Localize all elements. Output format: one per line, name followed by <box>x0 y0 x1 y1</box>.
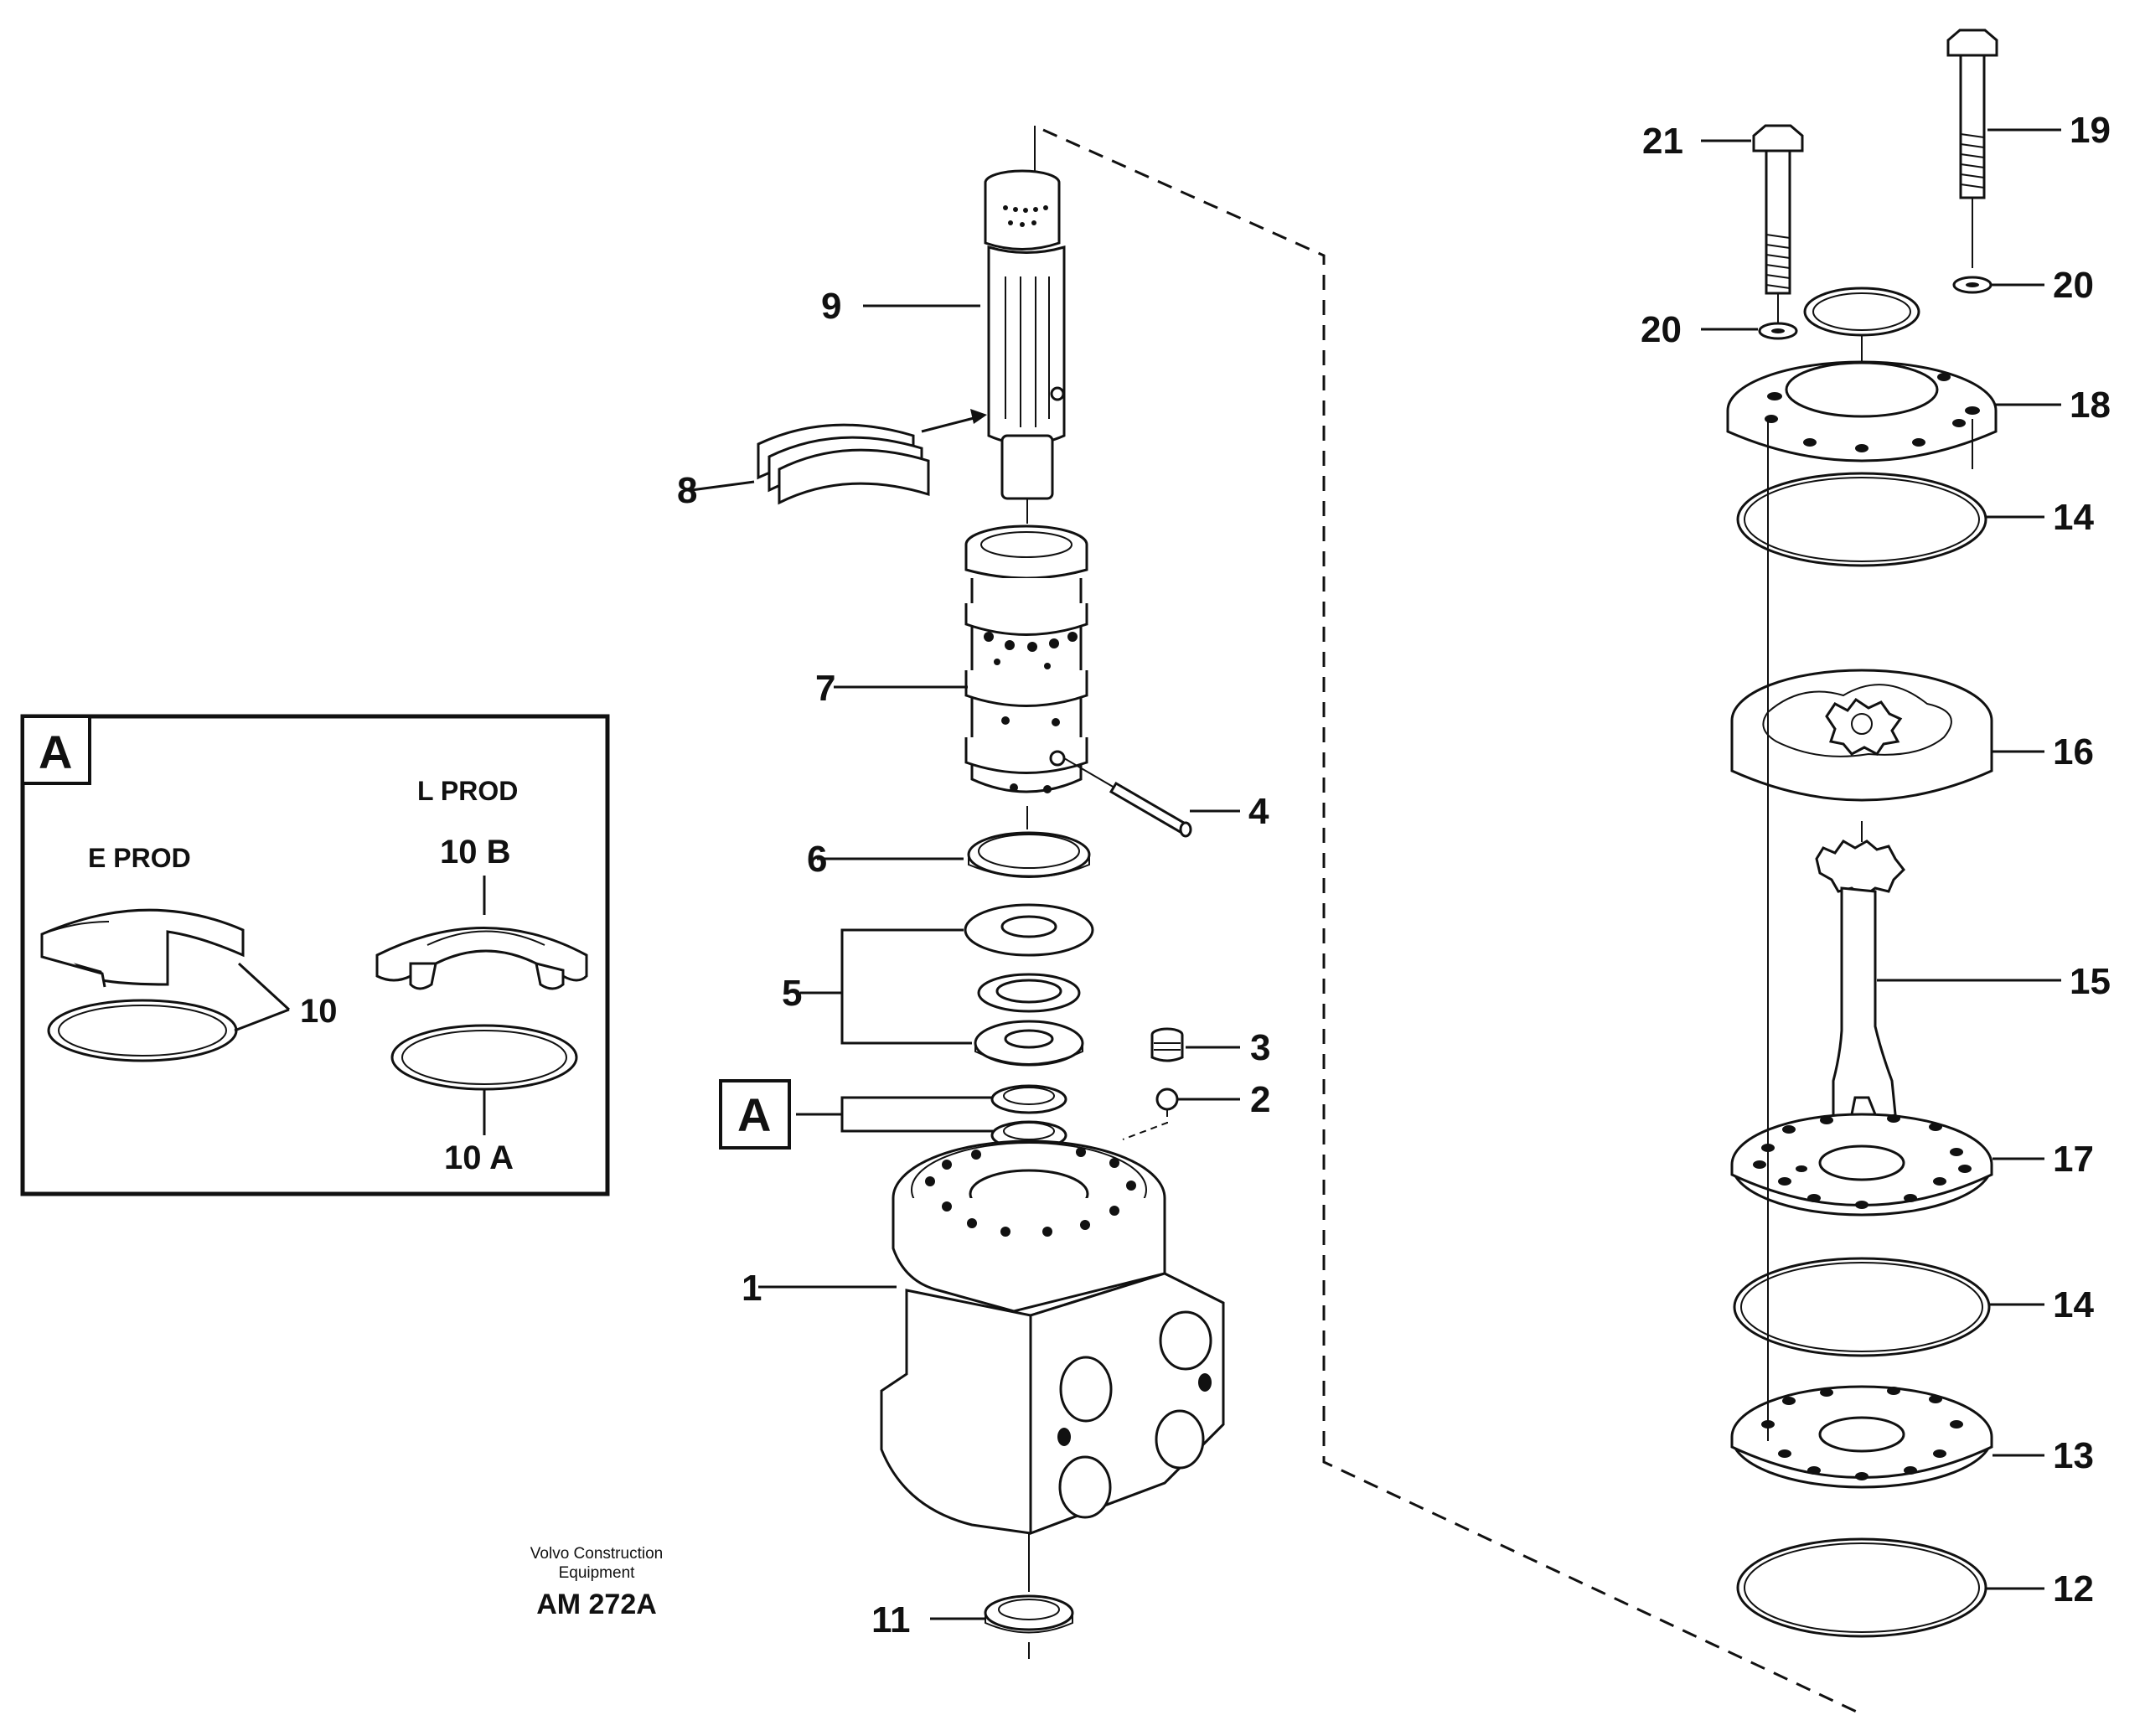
publisher-credit: Volvo Construction Equipment AM 272A <box>530 1545 663 1620</box>
callout-20-left: 20 <box>1641 309 1682 350</box>
callout-1: 1 <box>742 1268 762 1309</box>
part-18-end-cover <box>1726 287 1998 462</box>
callout-8: 8 <box>677 470 697 511</box>
inset-detail-a: A E PROD L PROD 10 B 10 10 A <box>20 714 610 1196</box>
callout-14-lower: 14 <box>2053 1284 2094 1325</box>
callout-14-upper: 14 <box>2053 497 2094 538</box>
drawing-code: AM 272A <box>536 1589 657 1620</box>
part-17-distributor-plate <box>1730 1113 1993 1217</box>
part-21-bolt <box>1752 124 1804 295</box>
part-9-spool <box>984 169 1066 524</box>
part-19-bolt <box>1946 28 1998 268</box>
callout-16: 16 <box>2053 731 2094 772</box>
callout-4: 4 <box>1248 791 1269 832</box>
part-20-washer-left <box>1758 293 1798 340</box>
inset-10b-label: 10 B <box>440 834 511 871</box>
inset-10-label: 10 <box>300 993 338 1030</box>
detail-ref-letter: A <box>737 1088 771 1141</box>
part-20-washer-right <box>1952 276 1993 294</box>
inset-e-prod-label: E PROD <box>88 843 191 873</box>
callout-3: 3 <box>1250 1027 1270 1068</box>
callout-leaders <box>690 128 2061 1620</box>
callout-20-right: 20 <box>2053 265 2094 306</box>
callout-12: 12 <box>2053 1568 2094 1609</box>
callout-18: 18 <box>2070 385 2111 426</box>
part-1-valve-housing <box>880 1139 1225 1592</box>
callout-labels: 9 8 7 4 6 5 3 2 1 11 21 19 20 20 18 14 1… <box>677 110 2111 1640</box>
callout-9: 9 <box>821 286 841 327</box>
part-8-centering-springs <box>757 409 987 505</box>
inset-section-ring <box>375 927 588 990</box>
callout-21: 21 <box>1642 121 1683 162</box>
part-14-o-ring-lower <box>1733 1257 1991 1357</box>
part-3-plug <box>1150 1027 1184 1062</box>
part-4-cross-pin <box>1063 757 1192 838</box>
part-seal-rings-a <box>990 1084 1067 1150</box>
part-11-seal-ring <box>984 1594 1074 1659</box>
inset-l-prod-ring <box>390 1024 578 1091</box>
part-12-o-ring <box>1736 1537 1987 1638</box>
callout-13: 13 <box>2053 1435 2094 1476</box>
callout-11: 11 <box>871 1599 911 1640</box>
callout-7: 7 <box>815 668 835 709</box>
inset-e-prod-ring <box>47 999 238 1062</box>
part-6-ring <box>967 831 1091 878</box>
part-2-ball <box>1122 1088 1179 1140</box>
part-16-gerotor-set <box>1730 669 1993 842</box>
inset-ref-letter: A <box>39 726 72 778</box>
callout-19: 19 <box>2070 110 2111 151</box>
inset-split-ring <box>40 908 245 988</box>
callout-2: 2 <box>1250 1079 1270 1120</box>
part-15-cardan-shaft <box>1815 840 1905 1156</box>
callout-5: 5 <box>782 973 802 1014</box>
inset-l-prod-label: L PROD <box>417 776 518 806</box>
detail-ref-box: A <box>719 1079 791 1150</box>
callout-17: 17 <box>2053 1139 2094 1180</box>
credit-line-1: Volvo Construction <box>530 1545 663 1563</box>
inset-10a-label: 10 A <box>444 1139 514 1176</box>
part-5-thrust-bearing-set <box>964 903 1094 1067</box>
right-column-guide-lines <box>1767 419 1973 1441</box>
callout-6: 6 <box>807 839 827 880</box>
credit-line-2: Equipment <box>559 1564 636 1582</box>
part-13-plate <box>1730 1385 1993 1489</box>
part-7-sleeve <box>964 524 1088 829</box>
callout-15: 15 <box>2070 961 2111 1002</box>
part-14-o-ring-upper <box>1736 472 1987 567</box>
dashed-assembly-line <box>1034 126 1861 1715</box>
